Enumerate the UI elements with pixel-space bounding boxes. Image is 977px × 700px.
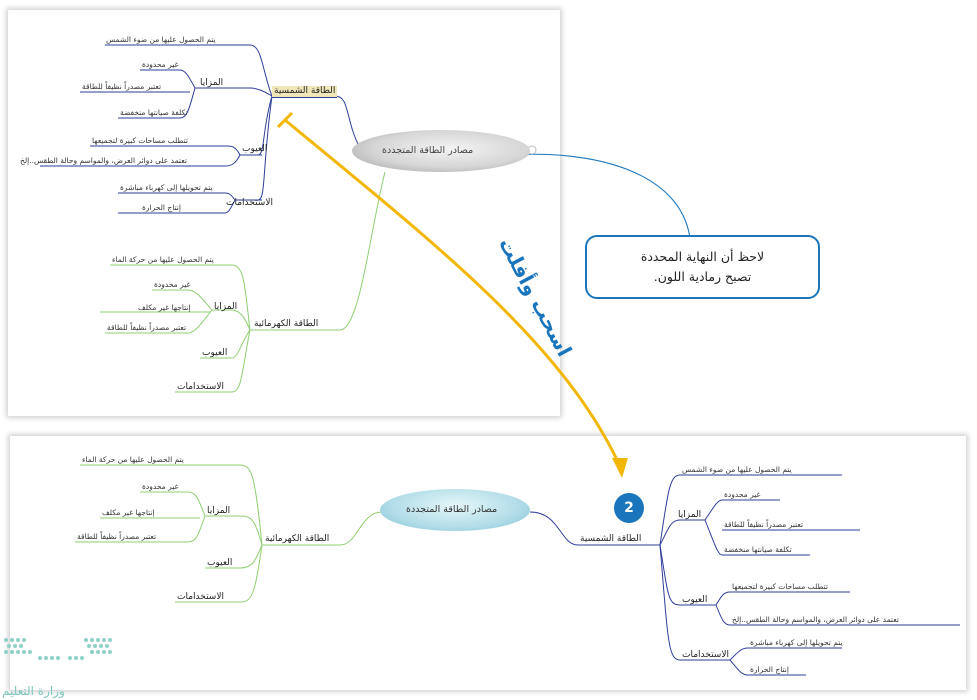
hydro-adv-item[interactable]: غير محدودة xyxy=(154,280,191,289)
solar-disadvantages-node[interactable]: العيوب xyxy=(682,595,708,605)
callout-line-2: تصبح رمادية اللون. xyxy=(653,269,752,284)
solar-dis-item[interactable]: تتطلب مساحات كبيرة لتجميعها xyxy=(92,136,188,145)
ministry-logo-icon xyxy=(4,638,112,660)
hydro-energy-node[interactable]: الطاقة الكهرمائية xyxy=(254,319,319,329)
solar-use-item[interactable]: يتم تحويلها إلى كهرباء مباشرة xyxy=(750,638,843,647)
drag-arrow xyxy=(276,111,628,478)
hydro-adv-item[interactable]: إنتاجها غير مكلف xyxy=(102,508,155,517)
solar-energy-node[interactable]: الطاقة الشمسية xyxy=(580,534,642,544)
central-topic-label: مصادر الطاقة المتجددة xyxy=(382,145,474,156)
callout-pointer xyxy=(509,145,691,239)
hydro-disadvantages-node[interactable]: العيوب xyxy=(202,348,228,358)
solar-energy-node[interactable]: الطاقة الشمسية xyxy=(272,86,338,98)
hydro-uses-node[interactable]: الاستخدامات xyxy=(177,382,224,392)
solar-adv-item[interactable]: غير محدودة xyxy=(724,490,761,499)
solar-adv-item[interactable]: تكلفة صيانتها منخفضة xyxy=(724,545,792,554)
hydro-obtained-node[interactable]: يتم الحصول عليها من حركة الماء xyxy=(112,255,214,264)
central-topic-node-blue[interactable]: مصادر الطاقة المتجددة xyxy=(380,489,530,531)
hydro-adv-item[interactable]: تعتبر مصدراً نظيفاً للطاقة xyxy=(107,323,187,332)
hydro-advantages-node[interactable]: المزايا xyxy=(207,506,231,516)
hydro-obtained-node[interactable]: يتم الحصول عليها من حركة الماء xyxy=(82,455,184,464)
ministry-logo-text: وزارة التعليم xyxy=(2,684,65,698)
solar-adv-item[interactable]: غير محدودة xyxy=(142,60,179,69)
hydro-adv-item[interactable]: غير محدودة xyxy=(142,482,179,491)
solar-adv-item[interactable]: تكلفة صيانتها منخفضة xyxy=(120,108,188,117)
solar-dis-item[interactable]: تعتمد على دوائر العرض، والمواسم وحالة ال… xyxy=(20,156,187,165)
step-number-badge: 2 xyxy=(614,493,644,523)
solar-advantages-node[interactable]: المزايا xyxy=(678,510,702,520)
solar-use-item[interactable]: يتم تحويلها إلى كهرباء مباشرة xyxy=(120,183,213,192)
solar-adv-item[interactable]: تعتبر مصدراً نظيفاً للطاقة xyxy=(724,520,804,529)
solar-uses-node[interactable]: الاستخدامات xyxy=(682,650,729,660)
hydro-adv-item[interactable]: تعتبر مصدراً نظيفاً للطاقة xyxy=(77,532,157,541)
solar-use-item[interactable]: إنتاج الحرارة xyxy=(750,665,789,674)
hydro-disadvantages-node[interactable]: العيوب xyxy=(207,558,233,568)
solar-adv-item[interactable]: تعتبر مصدراً نظيفاً للطاقة xyxy=(82,82,162,91)
hydro-advantages-node[interactable]: المزايا xyxy=(214,302,238,312)
solar-use-item[interactable]: إنتاج الحرارة xyxy=(142,203,181,212)
callout-box: لاحظ أن النهاية المحددة تصبح رمادية اللو… xyxy=(585,235,820,299)
solar-obtained-node[interactable]: يتم الحصول عليها من ضوء الشمس xyxy=(106,35,216,44)
solar-dis-item[interactable]: تعتمد على دوائر العرض، والمواسم وحالة ال… xyxy=(732,615,899,624)
solar-uses-node[interactable]: الاستخدامات xyxy=(226,198,273,208)
mindmap-screenshot-before xyxy=(8,10,560,416)
hydro-uses-node[interactable]: الاستخدامات xyxy=(177,592,224,602)
callout-line-1: لاحظ أن النهاية المحددة xyxy=(640,249,765,264)
hydro-adv-item[interactable]: إنتاجها غير مكلف xyxy=(138,303,191,312)
solar-disadvantages-node[interactable]: العيوب xyxy=(242,144,268,154)
hydro-energy-node[interactable]: الطاقة الكهرمائية xyxy=(265,534,330,544)
central-topic-label: مصادر الطاقة المتجددة xyxy=(406,504,498,515)
solar-dis-item[interactable]: تتطلب مساحات كبيرة لتجميعها xyxy=(732,582,828,591)
solar-advantages-node[interactable]: المزايا xyxy=(200,78,224,88)
central-topic-node-gray[interactable]: مصادر الطاقة المتجددة xyxy=(352,130,530,172)
solar-obtained-node[interactable]: يتم الحصول عليها من ضوء الشمس xyxy=(682,465,792,474)
